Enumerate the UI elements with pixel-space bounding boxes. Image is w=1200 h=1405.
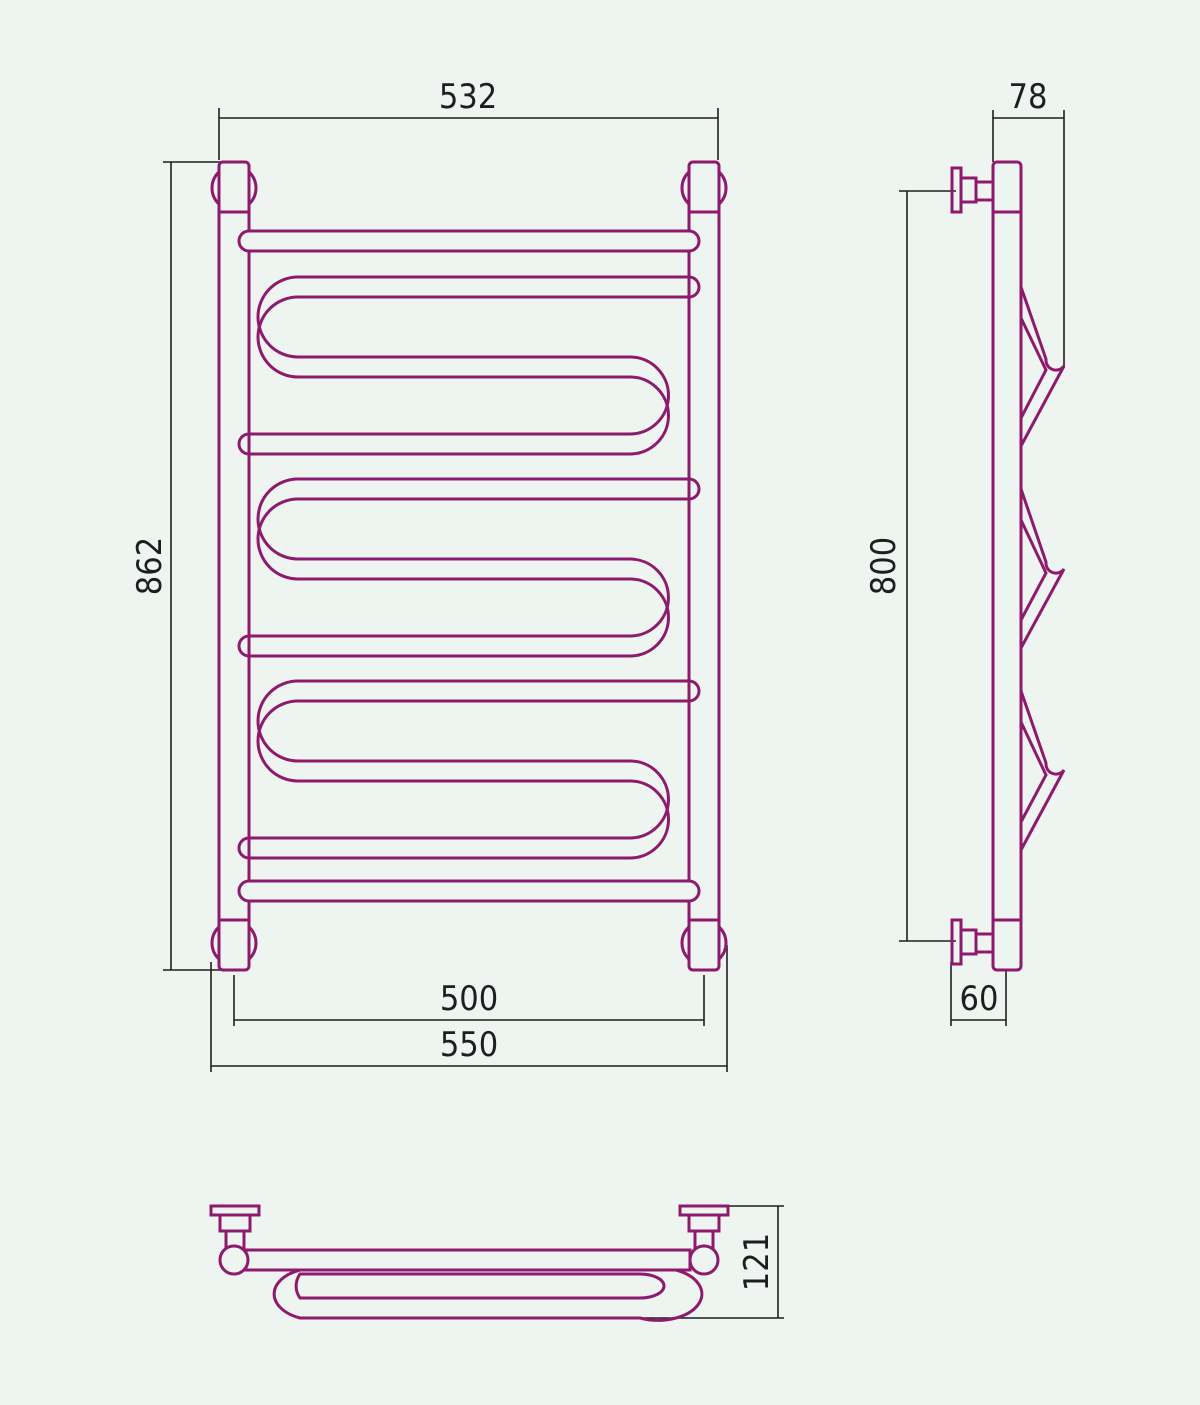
bottom-view (209, 1204, 730, 1322)
dim-depth: 78 (1009, 77, 1048, 117)
serpentine-loop-2 (237, 477, 701, 658)
dim-total-height: 862 (130, 537, 170, 595)
dim-bottom-depth: 121 (737, 1233, 777, 1291)
side-rung-3 (1019, 690, 1066, 851)
side-view (950, 160, 1066, 972)
side-rung-2 (1019, 488, 1066, 649)
serpentine-loop-1 (237, 275, 701, 456)
front-view (210, 160, 728, 972)
dim-mount-spacing: 500 (440, 979, 498, 1019)
dim-top-width: 532 (439, 77, 497, 117)
dim-wall-offset: 60 (960, 979, 999, 1019)
side-rung-1 (1019, 286, 1066, 447)
dim-mount-height: 800 (864, 537, 904, 595)
dimension-lines (163, 108, 1065, 1319)
dimension-labels: 532 862 500 550 78 800 60 121 (130, 77, 1047, 1291)
dim-total-width: 550 (440, 1025, 498, 1065)
serpentine-loop-3 (237, 679, 701, 860)
